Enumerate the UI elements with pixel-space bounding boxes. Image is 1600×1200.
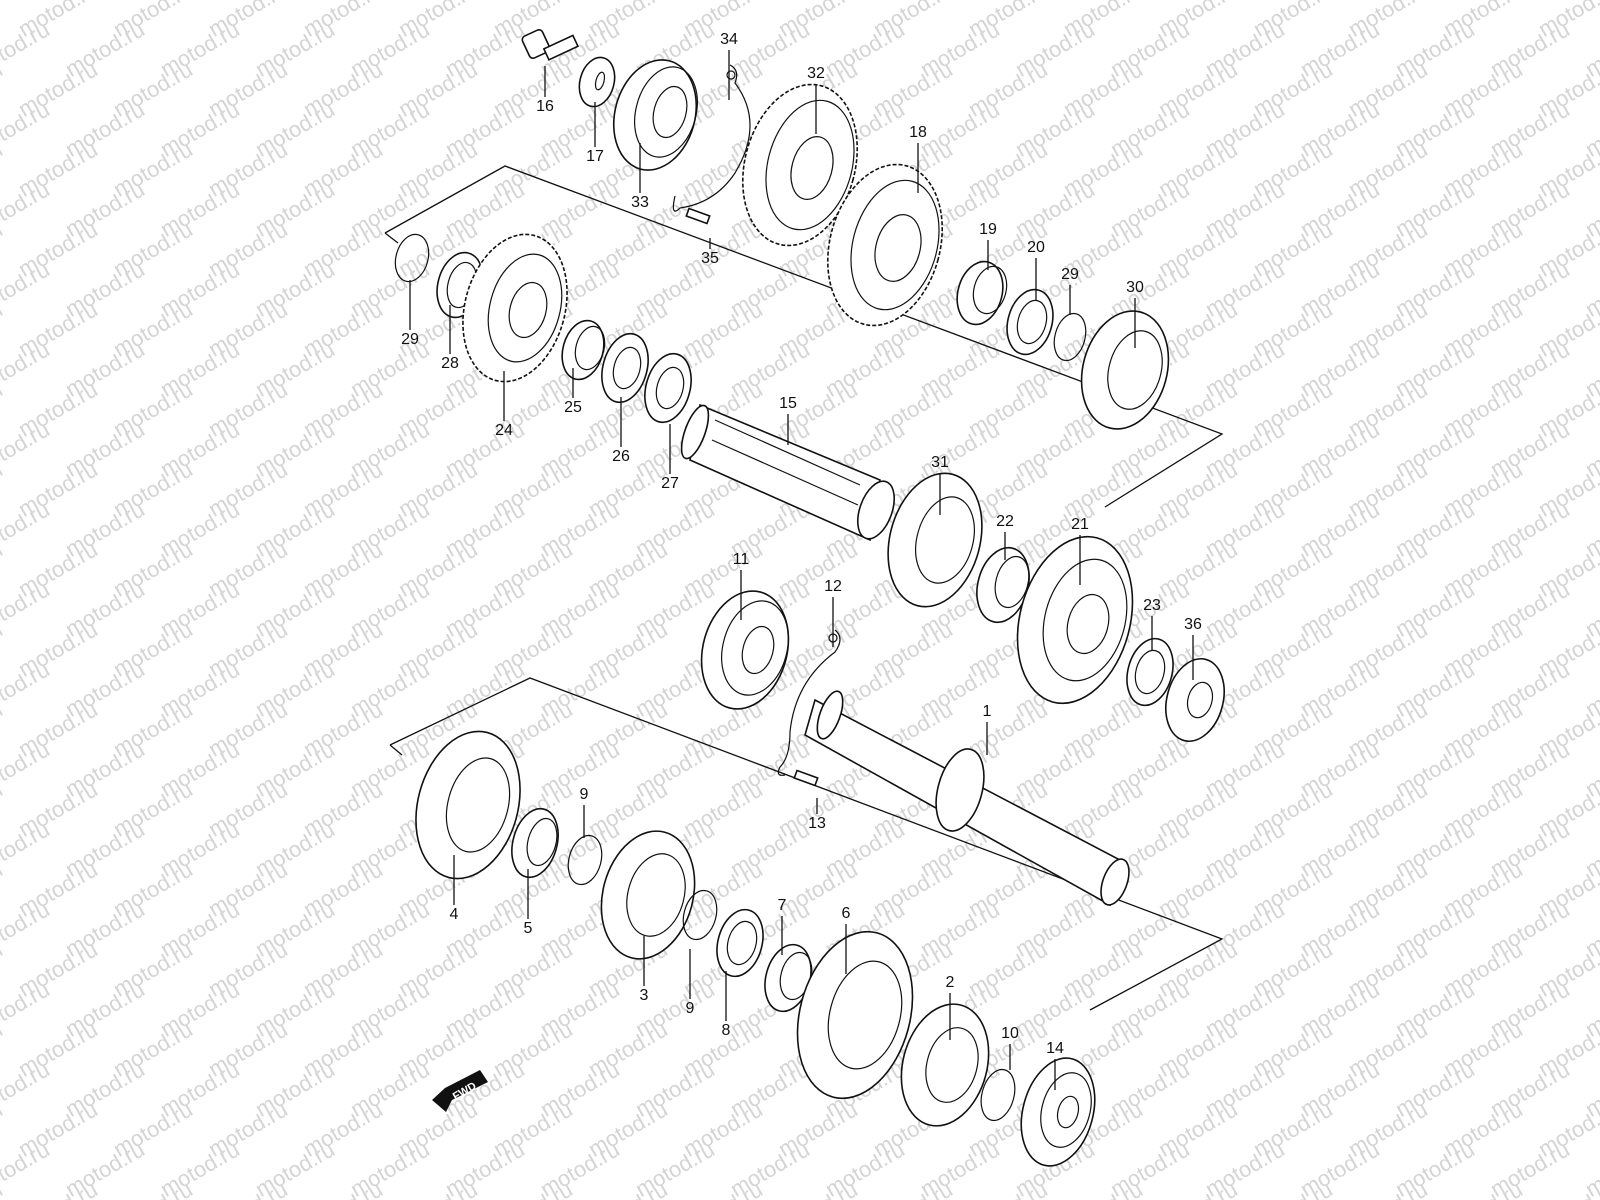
part-label-7: 7 <box>777 897 787 914</box>
part-label-29: 29 <box>401 331 419 348</box>
part-label-33: 33 <box>631 194 649 211</box>
part-label-16: 16 <box>536 98 554 115</box>
part-label-3: 3 <box>639 987 649 1004</box>
part-label-21: 21 <box>1071 516 1089 533</box>
part-label-31: 31 <box>931 454 949 471</box>
fwd-arrow-icon: FWD <box>432 1070 488 1112</box>
part-label-29: 29 <box>1061 266 1079 283</box>
part-label-11: 11 <box>732 551 750 568</box>
part-label-10: 10 <box>1001 1025 1019 1042</box>
part-label-25: 25 <box>564 399 582 416</box>
part-label-30: 30 <box>1126 279 1144 296</box>
part-label-20: 20 <box>1027 239 1045 256</box>
part-label-19: 19 <box>979 221 997 238</box>
mainshaft-group-bracket <box>389 677 1224 1011</box>
part-label-14: 14 <box>1046 1040 1064 1057</box>
part-label-24: 24 <box>495 422 513 439</box>
leader-lines <box>409 50 1194 1090</box>
part-label-35: 35 <box>701 250 719 267</box>
part-label-9: 9 <box>685 1000 695 1017</box>
part-label-28: 28 <box>441 355 459 372</box>
flange-bolt-16 <box>521 28 580 61</box>
part-label-12: 12 <box>824 578 842 595</box>
part-label-23: 23 <box>1143 597 1161 614</box>
part-label-6: 6 <box>841 905 851 922</box>
part-label-17: 17 <box>586 148 604 165</box>
part-label-15: 15 <box>779 395 797 412</box>
part-label-36: 36 <box>1184 616 1202 633</box>
part-label-9: 9 <box>579 786 589 803</box>
part-label-13: 13 <box>808 815 826 832</box>
part-label-22: 22 <box>996 513 1014 530</box>
part-label-32: 32 <box>807 65 825 82</box>
part-label-18: 18 <box>909 124 927 141</box>
part-label-27: 27 <box>661 475 679 492</box>
part-label-34: 34 <box>720 31 738 48</box>
part-label-26: 26 <box>612 448 630 465</box>
part-label-8: 8 <box>721 1022 731 1039</box>
part-label-2: 2 <box>945 974 955 991</box>
part-label-1: 1 <box>982 703 992 720</box>
part-label-5: 5 <box>523 920 533 937</box>
part-label-4: 4 <box>449 906 459 923</box>
